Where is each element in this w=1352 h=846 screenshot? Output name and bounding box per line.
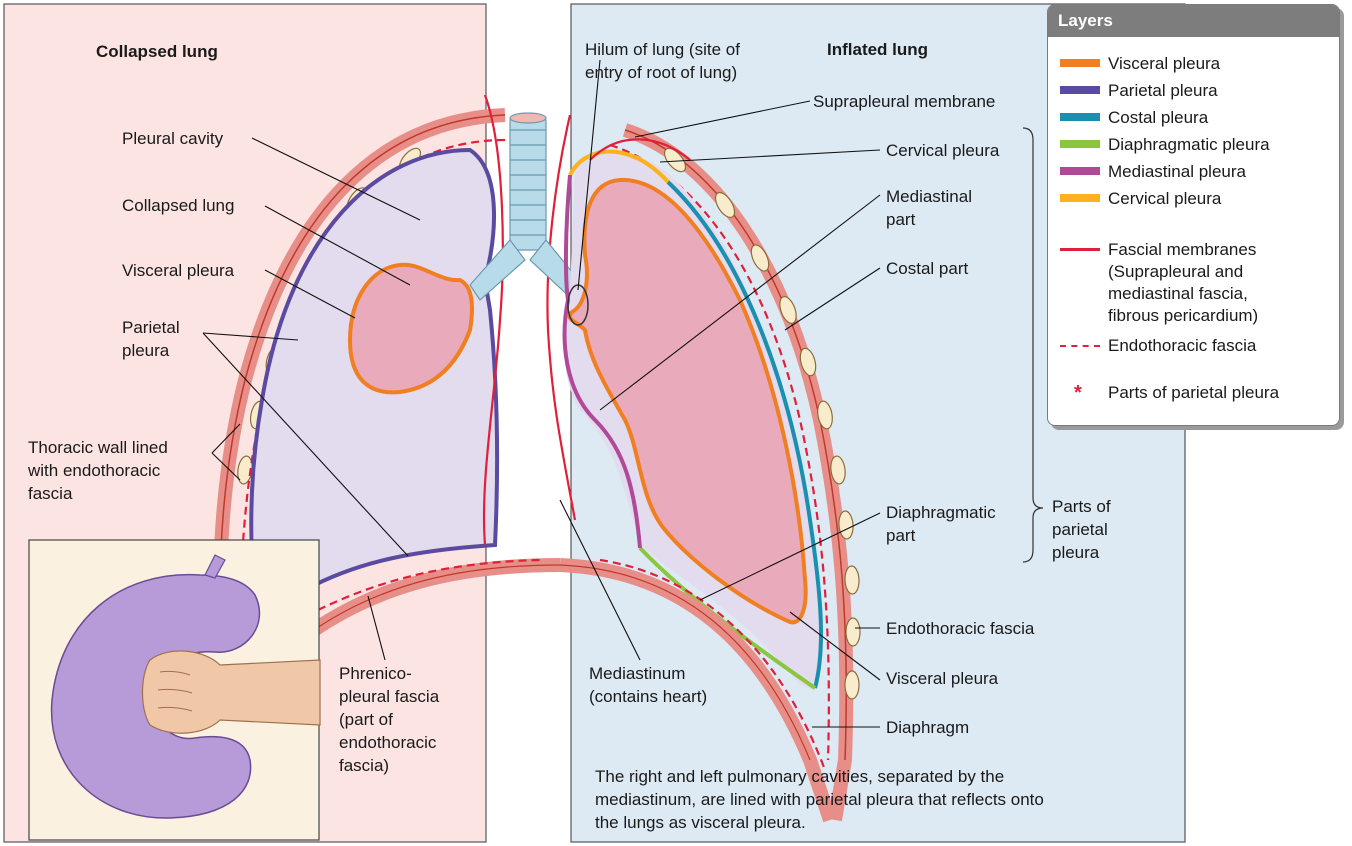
caption-line-2: mediastinum, are lined with parietal ple… [595,789,1044,810]
visceral-pleura-left-label: Visceral pleura [122,260,234,281]
phrenico-label-1: Phrenico- [339,663,412,684]
legend-item-label: Costal pleura [1108,107,1208,128]
legend-fascial-label-3: mediastinal fascia, [1108,283,1248,304]
parietal-pleura-label-2: pleura [122,340,169,361]
legend-endothoracic-swatch [1060,345,1100,347]
cervical-pleura-label: Cervical pleura [886,140,999,161]
legend-fascial-label-2: (Suprapleural and [1108,261,1243,282]
phrenico-label-4: endothoracic [339,732,436,753]
diaphragm-label: Diaphragm [886,717,969,738]
mediastinum-label-1: Mediastinum [589,663,685,684]
asterisk-icon: * [1074,382,1082,405]
legend-item-label: Diaphragmatic pleura [1108,134,1270,155]
thoracic-wall-label-2: with endothoracic [28,460,160,481]
legend-parts-label: Parts of parietal pleura [1108,382,1279,403]
legend-swatch [1060,86,1100,94]
parts-parietal-label-1: Parts of [1052,496,1111,517]
legend-swatch [1060,113,1100,121]
diaphragmatic-part-label-2: part [886,525,915,546]
phrenico-label-3: (part of [339,709,393,730]
caption-line-1: The right and left pulmonary cavities, s… [595,766,1004,787]
inflated-panel-title: Inflated lung [827,39,928,60]
legend-item-label: Cervical pleura [1108,188,1221,209]
diaphragmatic-part-label-1: Diaphragmatic [886,502,996,523]
legend-fascial-swatch [1060,248,1100,251]
hilum-label-2: entry of root of lung) [585,62,737,83]
legend-title: Layers [1048,5,1339,37]
collapsed-panel-title: Collapsed lung [96,41,218,62]
phrenico-label-2: pleural fascia [339,686,439,707]
collapsed-lung-label: Collapsed lung [122,195,234,216]
visceral-pleura-right-label: Visceral pleura [886,668,998,689]
legend-endothoracic-label: Endothoracic fascia [1108,335,1256,356]
thoracic-wall-label-1: Thoracic wall lined [28,437,168,458]
legend-swatch [1060,194,1100,202]
parts-parietal-label-3: pleura [1052,542,1099,563]
legend-fascial-label-1: Fascial membranes [1108,239,1256,260]
endothoracic-fascia-label: Endothoracic fascia [886,618,1034,639]
mediastinal-part-label-2: part [886,209,915,230]
legend-swatch [1060,59,1100,67]
parts-parietal-label-2: parietal [1052,519,1108,540]
legend-swatch [1060,140,1100,148]
legend-item-label: Parietal pleura [1108,80,1218,101]
legend-fascial-label-4: fibrous pericardium) [1108,305,1258,326]
mediastinal-part-label-1: Mediastinal [886,186,972,207]
caption-line-3: the lungs as visceral pleura. [595,812,806,833]
legend-item-label: Mediastinal pleura [1108,161,1246,182]
parietal-pleura-label-1: Parietal [122,317,180,338]
legend-swatch [1060,167,1100,175]
costal-part-label: Costal part [886,258,968,279]
suprapleural-label: Suprapleural membrane [813,91,995,112]
phrenico-label-5: fascia) [339,755,389,776]
legend-item-label: Visceral pleura [1108,53,1220,74]
thoracic-wall-label-3: fascia [28,483,72,504]
mediastinum-label-2: (contains heart) [589,686,707,707]
hilum-label-1: Hilum of lung (site of [585,39,740,60]
pleural-cavity-label: Pleural cavity [122,128,223,149]
